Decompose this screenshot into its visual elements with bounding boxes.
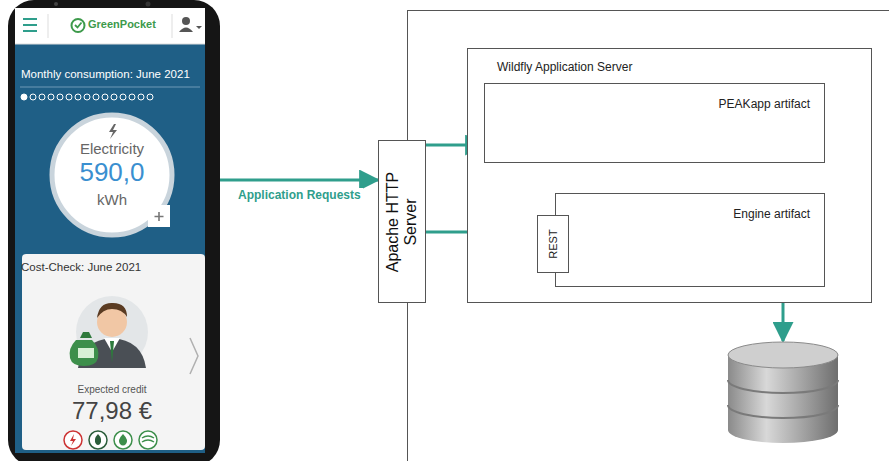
artifact-box: Engine artifactREST: [555, 193, 825, 287]
node-text: PEAKapp artifact: [719, 98, 810, 112]
node-text: kWh: [42, 191, 182, 208]
connector-arrow: [220, 179, 378, 182]
node-text: GreenPocket: [88, 18, 156, 31]
node-text: Engine artifact: [733, 208, 810, 222]
edge-label: Application Requests: [236, 188, 363, 202]
node-text: 590,0: [42, 158, 182, 188]
node-text: 77,98 €: [32, 397, 192, 425]
server-boundary: [408, 11, 889, 461]
web-server: Apache HTTP Server: [378, 140, 426, 303]
node-text: Electricity: [42, 140, 182, 157]
app-server: Wildfly Application ServerPEAKapp artifa…: [467, 48, 872, 303]
node-text: REST: [547, 219, 559, 269]
artifact-box: PEAKapp artifact: [484, 83, 825, 163]
database-cylinder: [728, 342, 838, 443]
node-text: Wildfly Application Server: [497, 61, 632, 75]
node-text: Monthly consumption: June 2021: [21, 68, 190, 81]
node-text: Apache HTTP Server: [384, 162, 419, 282]
node-text: Cost-Check: June 2021: [21, 261, 141, 274]
node-text: Expected credit: [42, 384, 182, 396]
rest-interface: REST: [537, 215, 569, 273]
phone-app: GreenPocketMonthly consumption: June 202…: [8, 0, 220, 461]
